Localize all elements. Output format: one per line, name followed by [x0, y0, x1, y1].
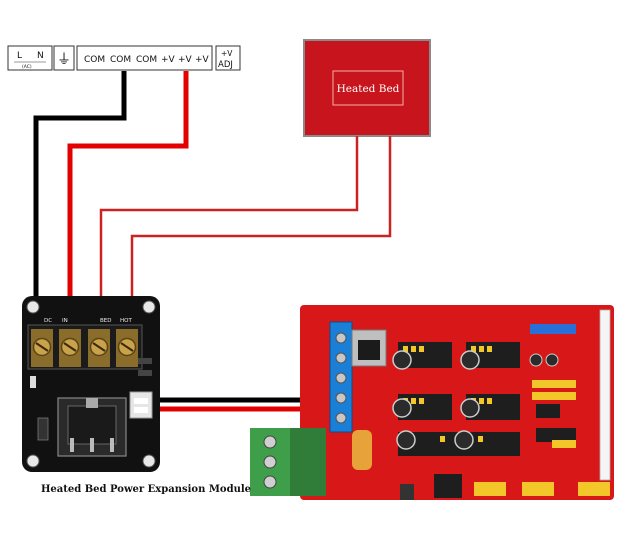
- psu-pos-v-3-label: +V: [195, 55, 210, 65]
- screw-terminal-icon: [31, 329, 53, 367]
- wire-heated-bed-2: [130, 136, 392, 332]
- screw-terminal-icon: [88, 329, 110, 367]
- heated-bed-label: Heated Bed: [337, 83, 400, 95]
- psu-terminal-strip: L N (AC) ⏚ COM COM COM +V +V +V +V ADJ: [7, 45, 241, 71]
- wire-psu-com-black: [33, 71, 127, 332]
- mosfet-icon: [57, 397, 127, 457]
- ground-icon: ⏚: [57, 52, 71, 68]
- heated-bed: Heated Bed: [303, 39, 431, 137]
- psu-adj-label: ADJ: [218, 60, 233, 70]
- expansion-module: DC IN BED HOT: [22, 296, 160, 472]
- psu-l-label: L: [17, 51, 22, 61]
- psu-ac-label: (AC): [22, 64, 32, 70]
- screw-terminal-icon: [59, 329, 81, 367]
- psu-com-3-label: COM: [136, 55, 157, 65]
- wires: [33, 71, 392, 412]
- module-caption: Heated Bed Power Expansion Module: [40, 484, 251, 495]
- module-bed-label: BED: [100, 318, 111, 324]
- module-in-label: IN: [62, 318, 68, 324]
- wire-heated-bed-1: [99, 136, 359, 332]
- psu-com-2-label: COM: [110, 55, 131, 65]
- wire-psu-v-red: [67, 71, 189, 332]
- capacitor-icon: [392, 350, 559, 450]
- screw-terminal-block: [27, 324, 143, 370]
- psu-adj-top-label: +V: [221, 49, 233, 58]
- psu-pos-v-1-label: +V: [161, 55, 176, 65]
- module-dc-label: DC: [44, 318, 52, 324]
- ramps-board: [300, 305, 614, 500]
- ramps-power-terminal: [329, 321, 353, 433]
- green-terminal-block: [250, 428, 326, 496]
- psu-pos-v-2-label: +V: [178, 55, 193, 65]
- psu-n-label: N: [37, 51, 44, 61]
- module-hot-label: HOT: [120, 318, 132, 324]
- screw-terminal-icon: [116, 329, 138, 367]
- psu-com-1-label: COM: [84, 55, 105, 65]
